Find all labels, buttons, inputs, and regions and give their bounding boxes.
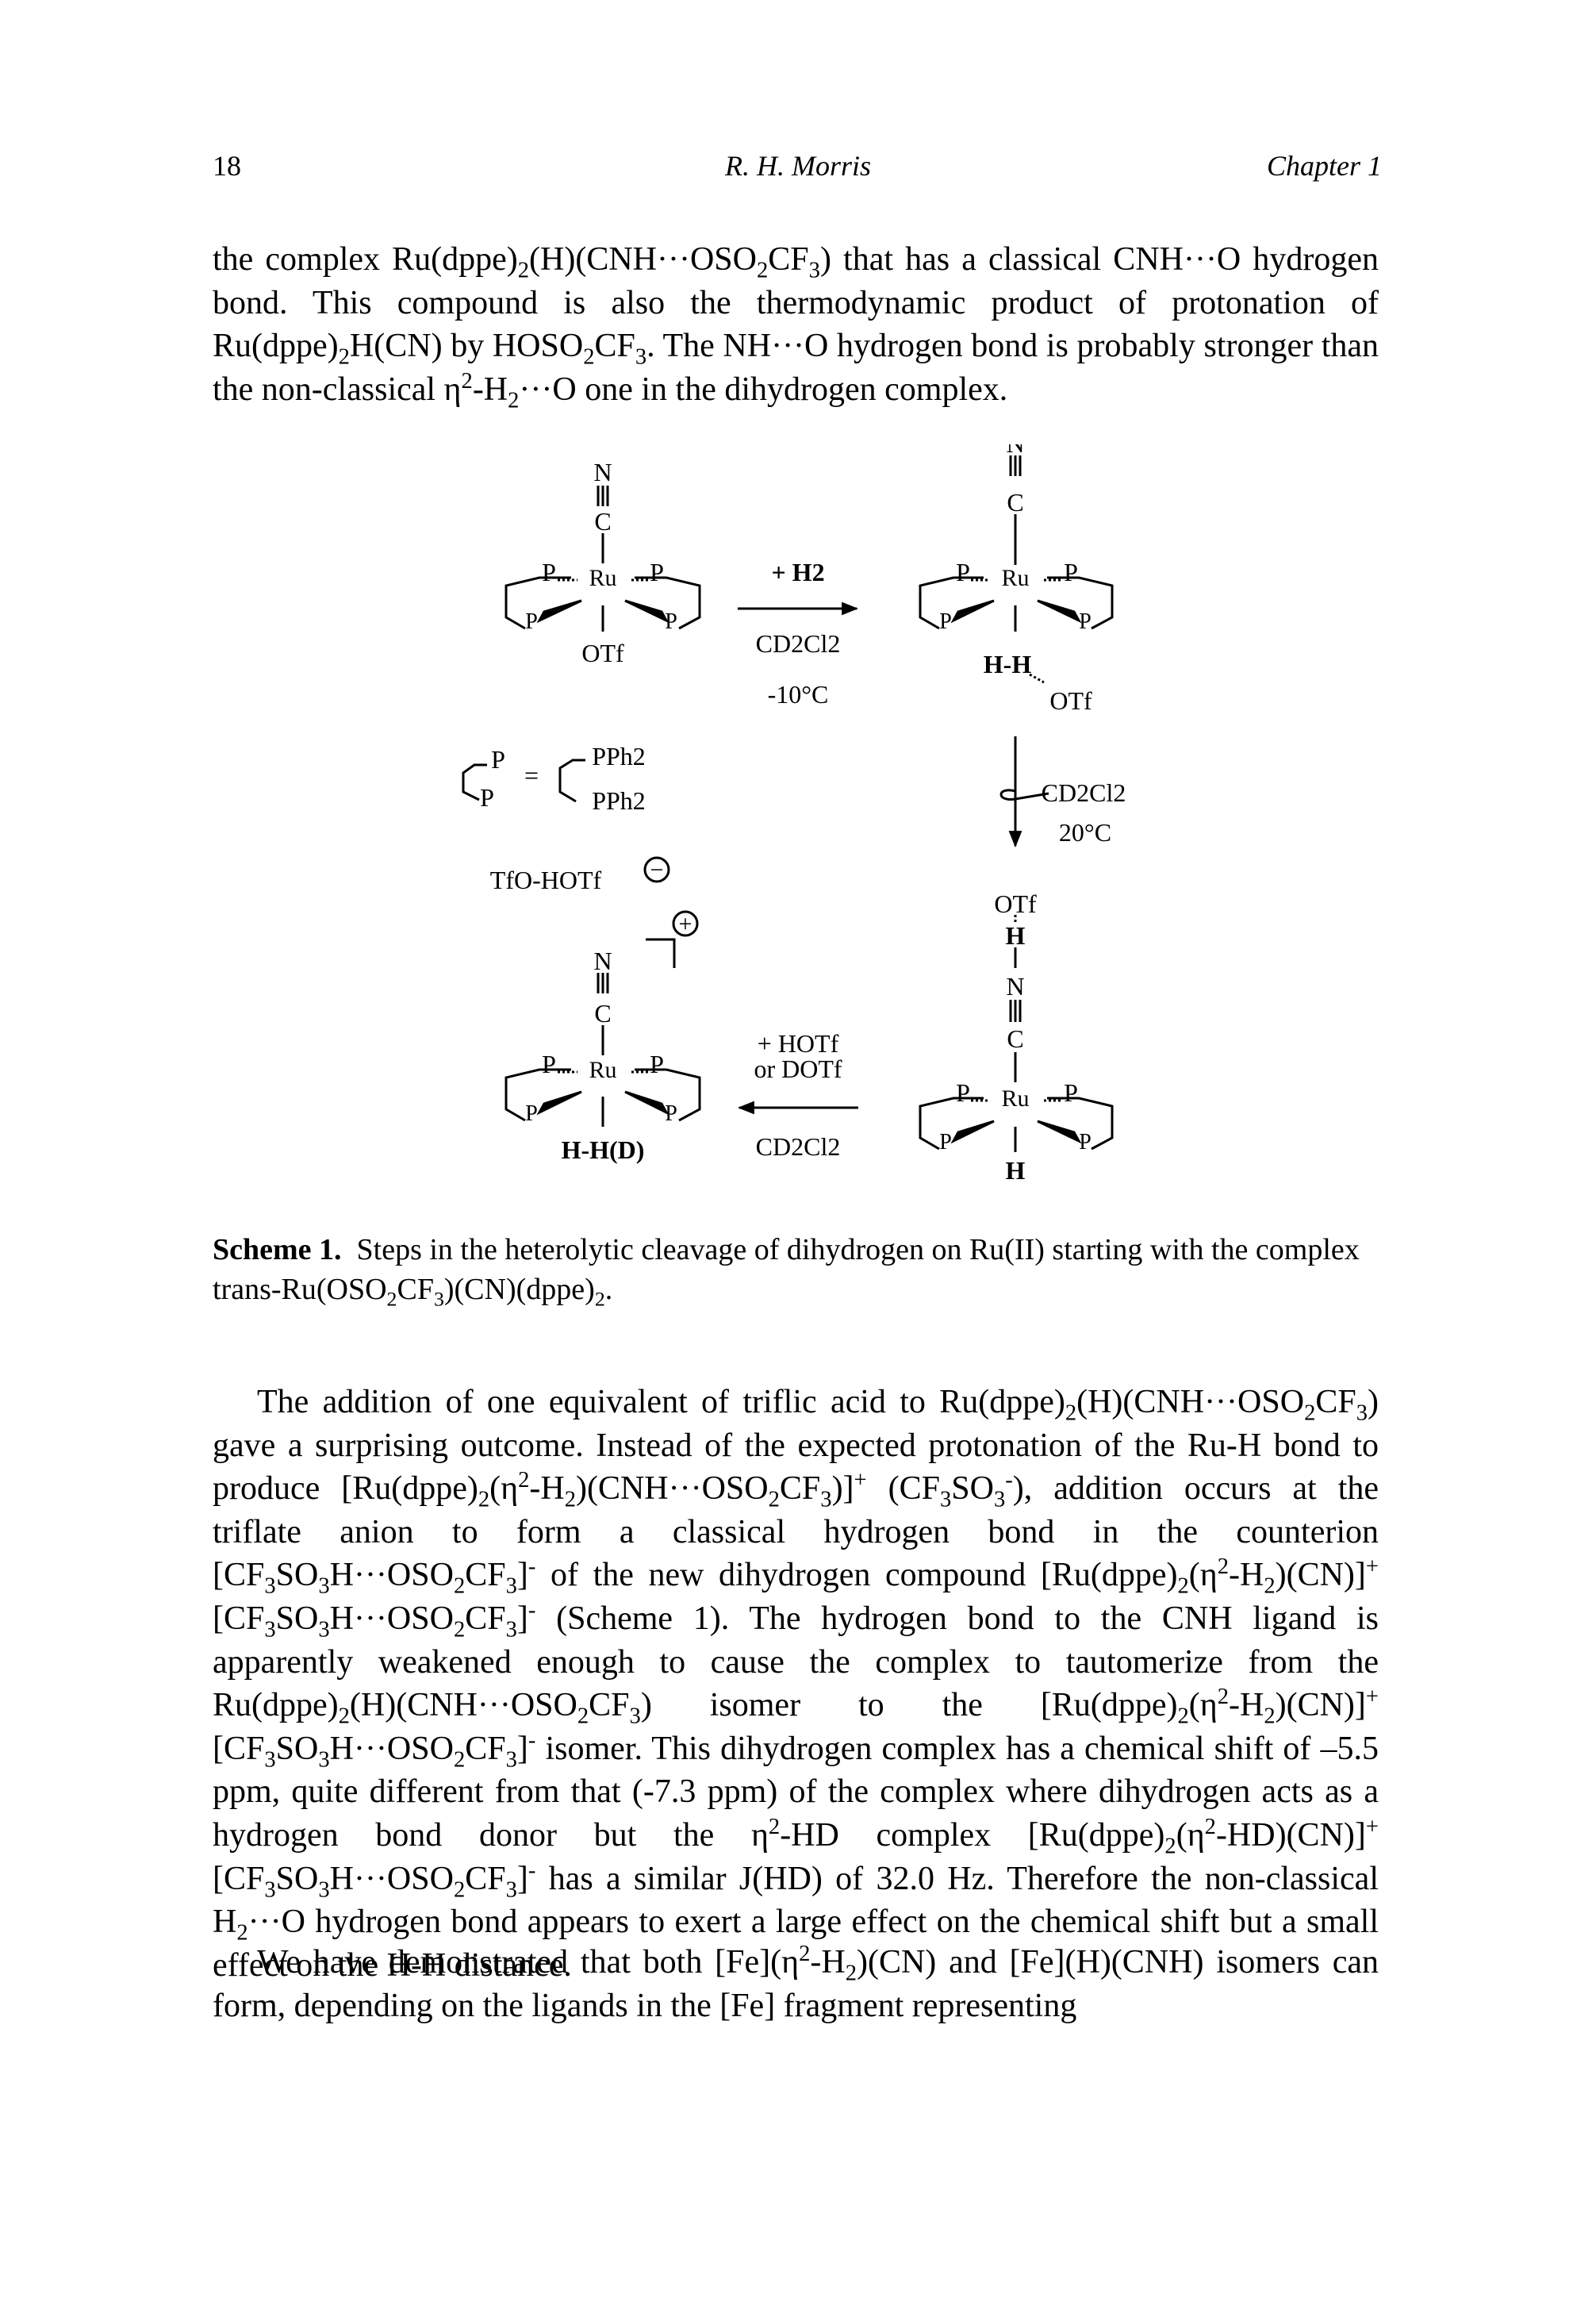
charge-plus: + — [679, 911, 692, 937]
complex1-atom-c: C — [594, 507, 611, 536]
complex3-otf: OTf — [994, 889, 1037, 918]
complex3-atom-p1: P — [956, 1078, 970, 1107]
legend-pph2-2: PPh2 — [592, 786, 646, 815]
page-number: 18 — [213, 150, 241, 182]
reaction-scheme: N C Ru P P P P OTf + H2 CD2Cl2 -10°C N C… — [462, 444, 1126, 1185]
step2-temperature: 20°C — [1059, 818, 1111, 847]
complex2-atom-n: N — [1006, 444, 1024, 458]
body-paragraph-1: the complex Ru(dppe)2(H)(CNH···OSO2CF3) … — [213, 241, 1379, 413]
complex3-atom-c: C — [1007, 1024, 1023, 1053]
charge-minus: − — [650, 857, 664, 883]
complex2-atom-p1: P — [956, 558, 970, 586]
complex4-h-hd: H-H(D) — [562, 1135, 645, 1164]
complex2-atom-p4: P — [1079, 609, 1091, 634]
complex-ru-h-cnh — [919, 915, 1114, 1152]
complex4-atom-p3: P — [525, 1101, 538, 1126]
complex2-otf: OTf — [1049, 686, 1092, 715]
scheme-caption: Scheme 1. Steps in the heterolytic cleav… — [213, 1230, 1379, 1309]
step1-reagent: + H2 — [771, 558, 824, 586]
complex1-atom-p3: P — [525, 609, 538, 634]
complex2-atom-p2: P — [1064, 558, 1078, 586]
complex4-atom-ru: Ru — [589, 1057, 616, 1083]
complex3-atom-n: N — [1006, 972, 1024, 1001]
step1-temperature: -10°C — [768, 680, 829, 709]
complex1-otf: OTf — [581, 639, 624, 667]
complex1-atom-p1: P — [542, 558, 556, 586]
body-paragraph-3: We have demonstrated that both [Fe](η2-H… — [213, 1942, 1379, 2024]
complex4-atom-p2: P — [650, 1050, 664, 1078]
caption-label: Scheme 1. — [213, 1233, 342, 1266]
step3-reagent-2: or DOTf — [754, 1055, 842, 1083]
complex3-atom-p4: P — [1079, 1130, 1091, 1154]
complex3-hydride: H — [1006, 1156, 1026, 1185]
body-paragraph-2: The addition of one equivalent of trifli… — [213, 1384, 1379, 1984]
legend-pph2-1: PPh2 — [592, 742, 646, 770]
complex1-atom-n: N — [593, 458, 612, 486]
complex3-atom-ru: Ru — [1001, 1085, 1029, 1112]
complex1-atom-p2: P — [650, 558, 664, 586]
complex4-atom-c: C — [594, 999, 611, 1028]
complex3-atom-p3: P — [939, 1130, 952, 1154]
complex4-atom-n: N — [593, 947, 612, 975]
complex3-h-bridge: H — [1006, 921, 1026, 950]
complex-ru-h2-cation — [505, 856, 701, 1127]
complex1-atom-p4: P — [665, 609, 677, 634]
complex4-atom-p4: P — [665, 1101, 677, 1126]
complex-ru-otf — [505, 486, 701, 632]
complex4-atom-p1: P — [542, 1050, 556, 1078]
step2-solvent: CD2Cl2 — [1042, 778, 1126, 807]
complex1-atom-ru: Ru — [589, 565, 616, 591]
complex-ru-h2 — [919, 455, 1114, 684]
legend-equals: = — [524, 761, 539, 790]
complex2-atom-p3: P — [939, 609, 952, 634]
caption-text: Steps in the heterolytic cleavage of dih… — [213, 1233, 1360, 1311]
legend-atom-p2: P — [480, 783, 494, 812]
running-chapter: Chapter 1 — [1266, 150, 1382, 182]
step3-reagent-1: + HOTf — [758, 1029, 839, 1058]
complex3-atom-p2: P — [1064, 1078, 1078, 1107]
counterion-tfo-hotf: TfO-HOTf — [490, 866, 602, 894]
complex2-h-h: H-H — [984, 650, 1032, 678]
complex2-atom-ru: Ru — [1001, 565, 1029, 591]
step3-solvent: CD2Cl2 — [756, 1132, 841, 1161]
step1-solvent: CD2Cl2 — [756, 629, 841, 658]
complex2-atom-c: C — [1007, 488, 1023, 517]
dppe-legend — [462, 759, 585, 803]
running-author: R. H. Morris — [724, 150, 871, 182]
legend-atom-p1: P — [491, 745, 505, 774]
